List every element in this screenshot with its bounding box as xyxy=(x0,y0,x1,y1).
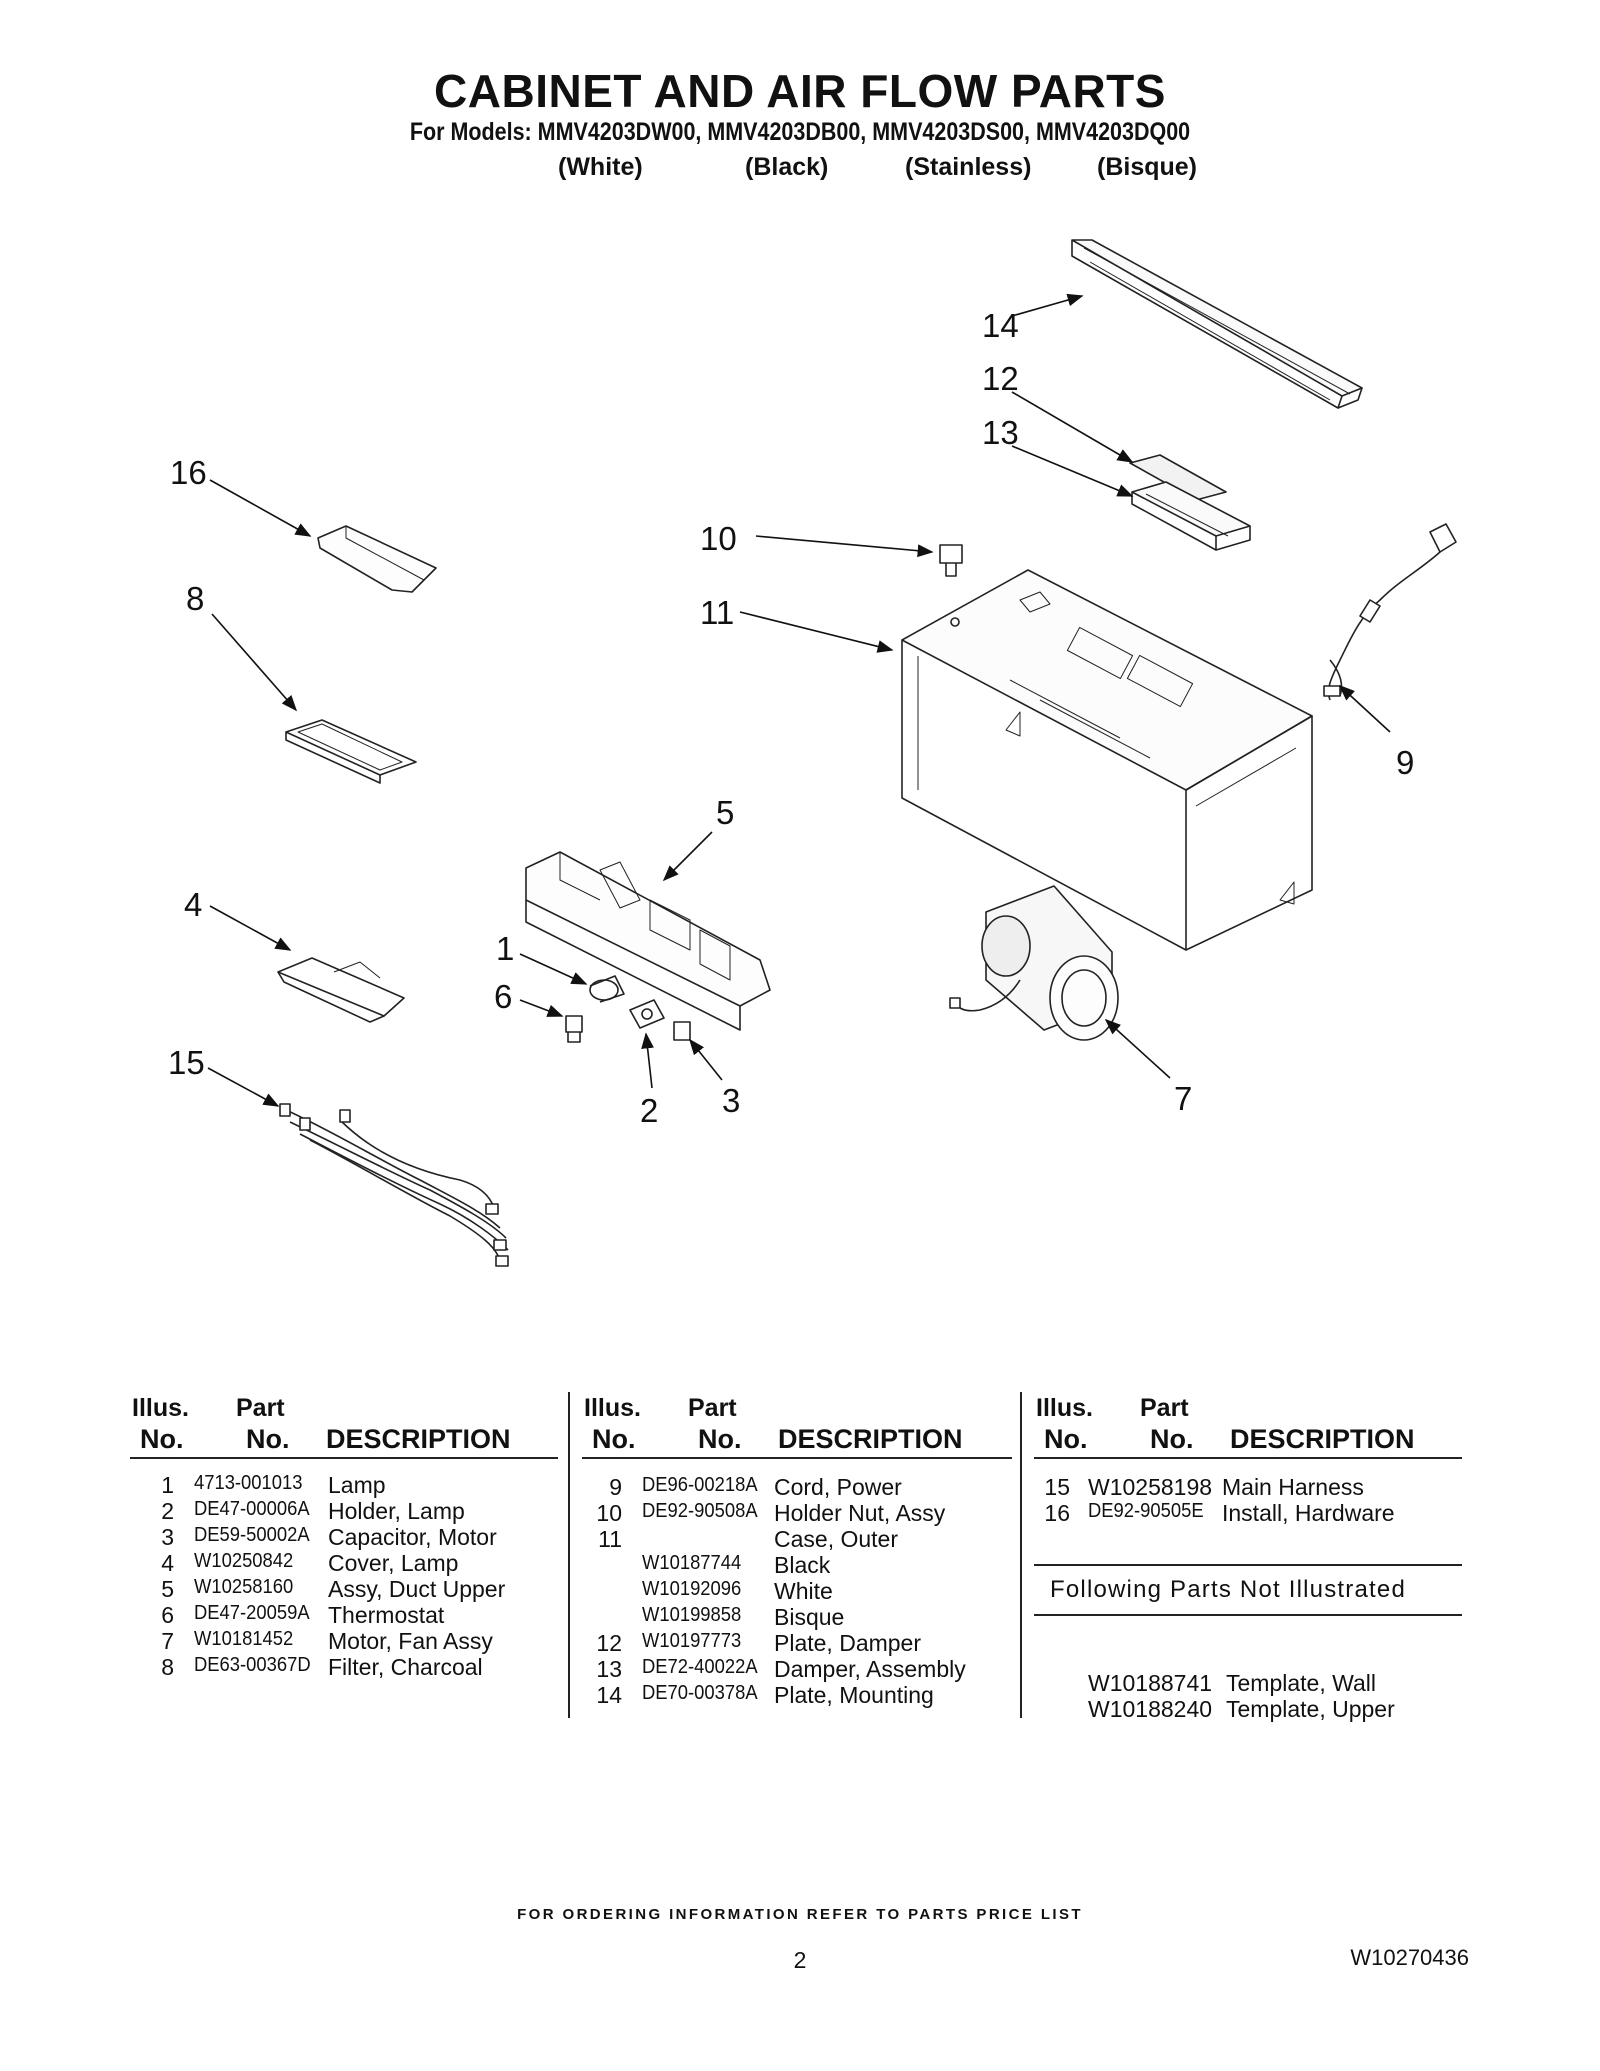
part-thermostat xyxy=(565,1015,583,1043)
header-description: DESCRIPTION xyxy=(326,1424,511,1454)
section-rule xyxy=(1034,1564,1462,1566)
header-part-no: No. xyxy=(246,1424,290,1454)
header-illus-no: No. xyxy=(592,1424,636,1454)
header-illus: Illus. xyxy=(584,1394,641,1422)
part-fan-motor xyxy=(949,885,1119,1041)
callout-10: 10 xyxy=(700,520,737,557)
header-rule xyxy=(1034,1457,1462,1459)
part-outer-case xyxy=(901,569,1313,951)
part-capacitor xyxy=(673,1021,691,1041)
finish-black: (Black) xyxy=(745,153,829,181)
models-line: For Models: MMV4203DW00, MMV4203DB00, MM… xyxy=(409,118,1191,146)
callout-11: 11 xyxy=(700,594,734,631)
part-lamp xyxy=(589,975,625,1003)
callout-2: 2 xyxy=(640,1092,658,1129)
section-rule xyxy=(1034,1614,1462,1616)
callout-8: 8 xyxy=(186,580,204,617)
header-part: Part xyxy=(688,1394,737,1422)
ordering-note: FOR ORDERING INFORMATION REFER TO PARTS … xyxy=(517,1906,1083,1923)
header-illus-no: No. xyxy=(140,1424,184,1454)
exploded-parts-diagram: 14 12 13 16 10 11 8 9 5 4 1 6 15 2 3 7 xyxy=(168,239,1457,1267)
column-divider xyxy=(1020,1392,1022,1718)
part-mounting-plate xyxy=(1071,239,1363,409)
page-title: CABINET AND AIR FLOW PARTS xyxy=(434,65,1166,117)
header-part-no: No. xyxy=(698,1424,742,1454)
callout-15: 15 xyxy=(168,1044,205,1081)
header-rule xyxy=(582,1457,1012,1459)
part-lamp-cover xyxy=(277,957,405,1023)
callout-6: 6 xyxy=(494,978,512,1015)
header-part: Part xyxy=(236,1394,285,1422)
document-number: W10270436 xyxy=(1350,1945,1469,1970)
callout-7: 7 xyxy=(1174,1080,1192,1117)
callout-16: 16 xyxy=(170,454,207,491)
not-illustrated-title: Following Parts Not Illustrated xyxy=(1050,1576,1406,1603)
callout-12: 12 xyxy=(982,360,1019,397)
callout-5: 5 xyxy=(716,794,734,831)
finish-white: (White) xyxy=(558,153,643,181)
callout-4: 4 xyxy=(184,886,202,923)
header-part: Part xyxy=(1140,1394,1189,1422)
part-hardware-bag xyxy=(317,525,437,593)
part-holder-nut xyxy=(939,544,963,577)
header-part-no: No. xyxy=(1150,1424,1194,1454)
callout-14: 14 xyxy=(982,307,1019,344)
callout-3: 3 xyxy=(722,1082,740,1119)
finish-bisque: (Bisque) xyxy=(1097,153,1197,181)
header-rule xyxy=(130,1457,558,1459)
callout-1: 1 xyxy=(496,930,514,967)
header-illus: Illus. xyxy=(132,1394,189,1422)
header-illus: Illus. xyxy=(1036,1394,1093,1422)
page-number: 2 xyxy=(793,1947,807,1973)
header-description: DESCRIPTION xyxy=(1230,1424,1415,1454)
callout-13: 13 xyxy=(982,414,1019,451)
part-power-cord xyxy=(1323,523,1457,701)
finish-stainless: (Stainless) xyxy=(905,153,1032,181)
header-description: DESCRIPTION xyxy=(778,1424,963,1454)
callout-9: 9 xyxy=(1396,744,1414,781)
column-divider xyxy=(568,1392,570,1718)
part-damper-assembly xyxy=(1131,481,1251,551)
part-main-harness xyxy=(279,1103,509,1267)
header-illus-no: No. xyxy=(1044,1424,1088,1454)
part-upper-duct xyxy=(525,851,771,1031)
part-charcoal-filter xyxy=(285,719,417,784)
part-lamp-holder xyxy=(629,999,665,1029)
